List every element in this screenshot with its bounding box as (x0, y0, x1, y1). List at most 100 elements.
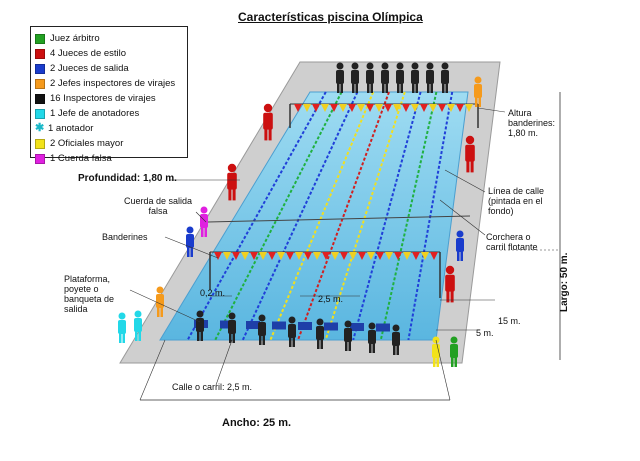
pennant-flag (339, 104, 347, 112)
legend-swatch (35, 78, 45, 89)
legend-swatch (35, 63, 45, 74)
pennant-flag (349, 252, 357, 260)
lane-rope (352, 91, 422, 341)
dimension-line (435, 339, 451, 401)
legend-label: 16 Inspectores de virajes (50, 93, 156, 104)
legend-item: ✱1 anotador (35, 121, 183, 136)
flag-height-label: Altura banderines: 1,80 m. (508, 108, 556, 138)
official-figure (263, 103, 273, 141)
length-label: Largo: 50 m. (559, 252, 570, 312)
official-figure (426, 62, 434, 93)
pennant-flag (303, 104, 311, 112)
official-figure (200, 206, 208, 237)
pennant-flag (322, 252, 330, 260)
pennant-flag (250, 252, 258, 260)
lane-rope-label: Corchera o carril flotante (486, 232, 538, 252)
official-figure (450, 336, 458, 367)
leader-line (439, 199, 486, 236)
pennant-flag (357, 104, 365, 112)
leader-line (164, 236, 219, 259)
pennant-flag (286, 252, 294, 260)
legend-label: Juez árbitro (50, 33, 100, 44)
leader-line (477, 107, 506, 113)
false-start-rope (207, 215, 471, 223)
pennant-flag (366, 104, 374, 112)
official-figure (465, 135, 475, 173)
pennant-flag (411, 104, 419, 112)
pennant-flag (375, 104, 383, 112)
pennant-flag (223, 252, 231, 260)
pennant-flag (429, 104, 437, 112)
legend-swatch (35, 108, 45, 119)
pennant-flag (330, 104, 338, 112)
lane-ropes (186, 91, 454, 341)
pennant-flag (403, 252, 411, 260)
pennant-flag (331, 252, 339, 260)
two-five-m-label: 2,5 m. (318, 294, 344, 304)
legend-swatch (35, 93, 45, 104)
dimension-line (139, 339, 166, 401)
legend-item: 2 Jueces de salida (35, 61, 183, 76)
pennant-flag (412, 252, 420, 260)
lane-rope (324, 91, 406, 341)
five-m-label: 5 m. (476, 328, 494, 338)
legend-label: 2 Oficiales mayor (50, 138, 124, 149)
pennant-flag (313, 252, 321, 260)
pennant-flag (430, 252, 438, 260)
leader-line (129, 289, 201, 323)
depth-label: Profundidad: 1,80 m. (78, 173, 177, 184)
pennant-flag (385, 252, 393, 260)
pennant-flag (321, 104, 329, 112)
pennant-flag (394, 252, 402, 260)
legend-item: 16 Inspectores de virajes (35, 91, 183, 106)
pennant-flag (214, 252, 222, 260)
pennant-flag (420, 104, 428, 112)
pennant-flag (447, 104, 455, 112)
starting-block (220, 320, 234, 329)
legend-item: 1 Cuerda falsa (35, 151, 183, 166)
official-figure (445, 265, 455, 303)
pennant-flag (358, 252, 366, 260)
lane-rope (407, 91, 454, 341)
lane-rope (379, 91, 438, 341)
legend: Juez árbitro 4 Jueces de estilo 2 Jueces… (30, 26, 188, 164)
official-figure (396, 62, 404, 93)
legend-label: 2 Jefes inspectores de virajes (50, 78, 176, 89)
official-figure (381, 62, 389, 93)
official-figure (336, 62, 344, 93)
website-watermark: www.i-natacion.com (©) (272, 374, 426, 389)
starting-block (324, 322, 338, 331)
pennant-flag (294, 104, 302, 112)
official-figure (118, 312, 126, 343)
pennant-flag (259, 252, 267, 260)
leader-line (444, 169, 486, 193)
pennant-flag (312, 104, 320, 112)
official-figure (258, 314, 266, 345)
starting-platform-label: Plataforma, poyete o banqueta de salida (64, 274, 115, 314)
pennant-flag (438, 104, 446, 112)
official-figure (441, 62, 449, 93)
legend-swatch (35, 138, 45, 149)
pennant-flag (465, 104, 473, 112)
legend-swatch (35, 48, 45, 59)
lane-line-label: Línea de calle (pintada en el fondo) (488, 186, 545, 216)
leader-line (195, 211, 207, 223)
zero-two-m-label: 0,2 m. (200, 288, 226, 298)
asterisk-icon: ✱ (35, 121, 45, 134)
legend-label: 4 Jueces de estilo (50, 48, 127, 59)
pennant-flag (241, 252, 249, 260)
official-figure (411, 62, 419, 93)
pennant-flag (232, 252, 240, 260)
flags-near (214, 252, 438, 260)
starting-block (350, 323, 364, 331)
starting-block (246, 321, 260, 329)
official-figure (474, 76, 482, 107)
pennant-flag (277, 252, 285, 260)
legend-label: 1 Jefe de anotadores (50, 108, 140, 119)
official-figure (366, 62, 374, 93)
fifteen-m-label: 15 m. (498, 316, 521, 326)
lane-rope (241, 91, 359, 341)
flags-label: Banderines (102, 232, 148, 242)
official-figure (316, 318, 324, 349)
